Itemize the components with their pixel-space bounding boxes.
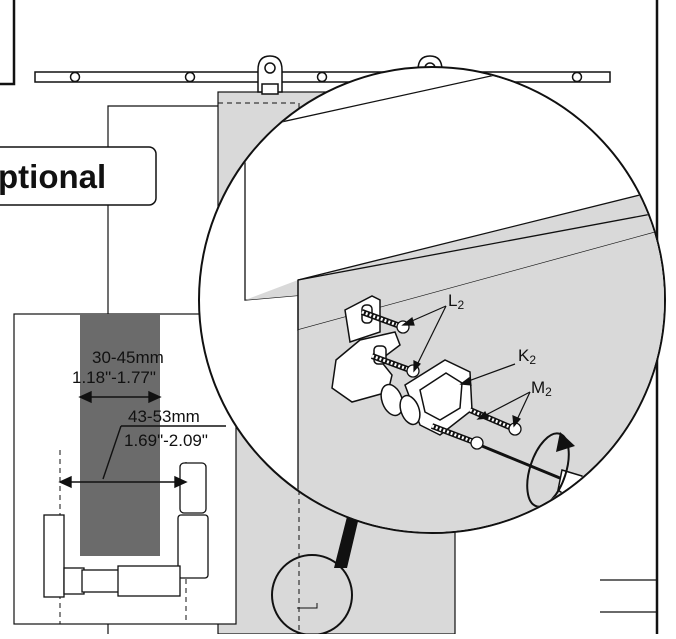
rail-bolt	[571, 71, 583, 83]
rail-bolt	[184, 71, 196, 83]
wall-bracket	[331, 295, 401, 403]
inner-width-metric: 30-45mm	[92, 348, 164, 367]
dimension-arrows	[58, 390, 226, 489]
rotation-arrow	[526, 432, 575, 508]
rail-bolt	[316, 71, 328, 83]
screws	[360, 309, 522, 450]
part-label-l: L2	[448, 291, 464, 312]
outer-width-metric: 43-53mm	[128, 407, 200, 426]
outer-width-imperial: 1.69"-2.09"	[124, 431, 208, 450]
part-labels: L2 K2 M2	[448, 291, 552, 399]
part-label-m: M2	[531, 378, 552, 399]
door-section	[80, 314, 160, 556]
optional-banner-text: ptional	[0, 158, 106, 195]
hanger-roller-left	[257, 55, 283, 95]
part-leaders	[401, 305, 531, 428]
optional-banner: ptional	[0, 146, 157, 206]
inner-width-imperial: 1.18"-1.77"	[72, 368, 156, 387]
part-label-k: K2	[518, 346, 536, 367]
track-rail	[34, 71, 611, 83]
roller-guide	[380, 359, 473, 436]
floor-guide-bracket	[43, 462, 209, 598]
rail-bolt	[69, 71, 81, 83]
section-inset: 30-45mm 1.18"-1.77" 43-53mm 1.69"-2.09"	[13, 313, 237, 625]
